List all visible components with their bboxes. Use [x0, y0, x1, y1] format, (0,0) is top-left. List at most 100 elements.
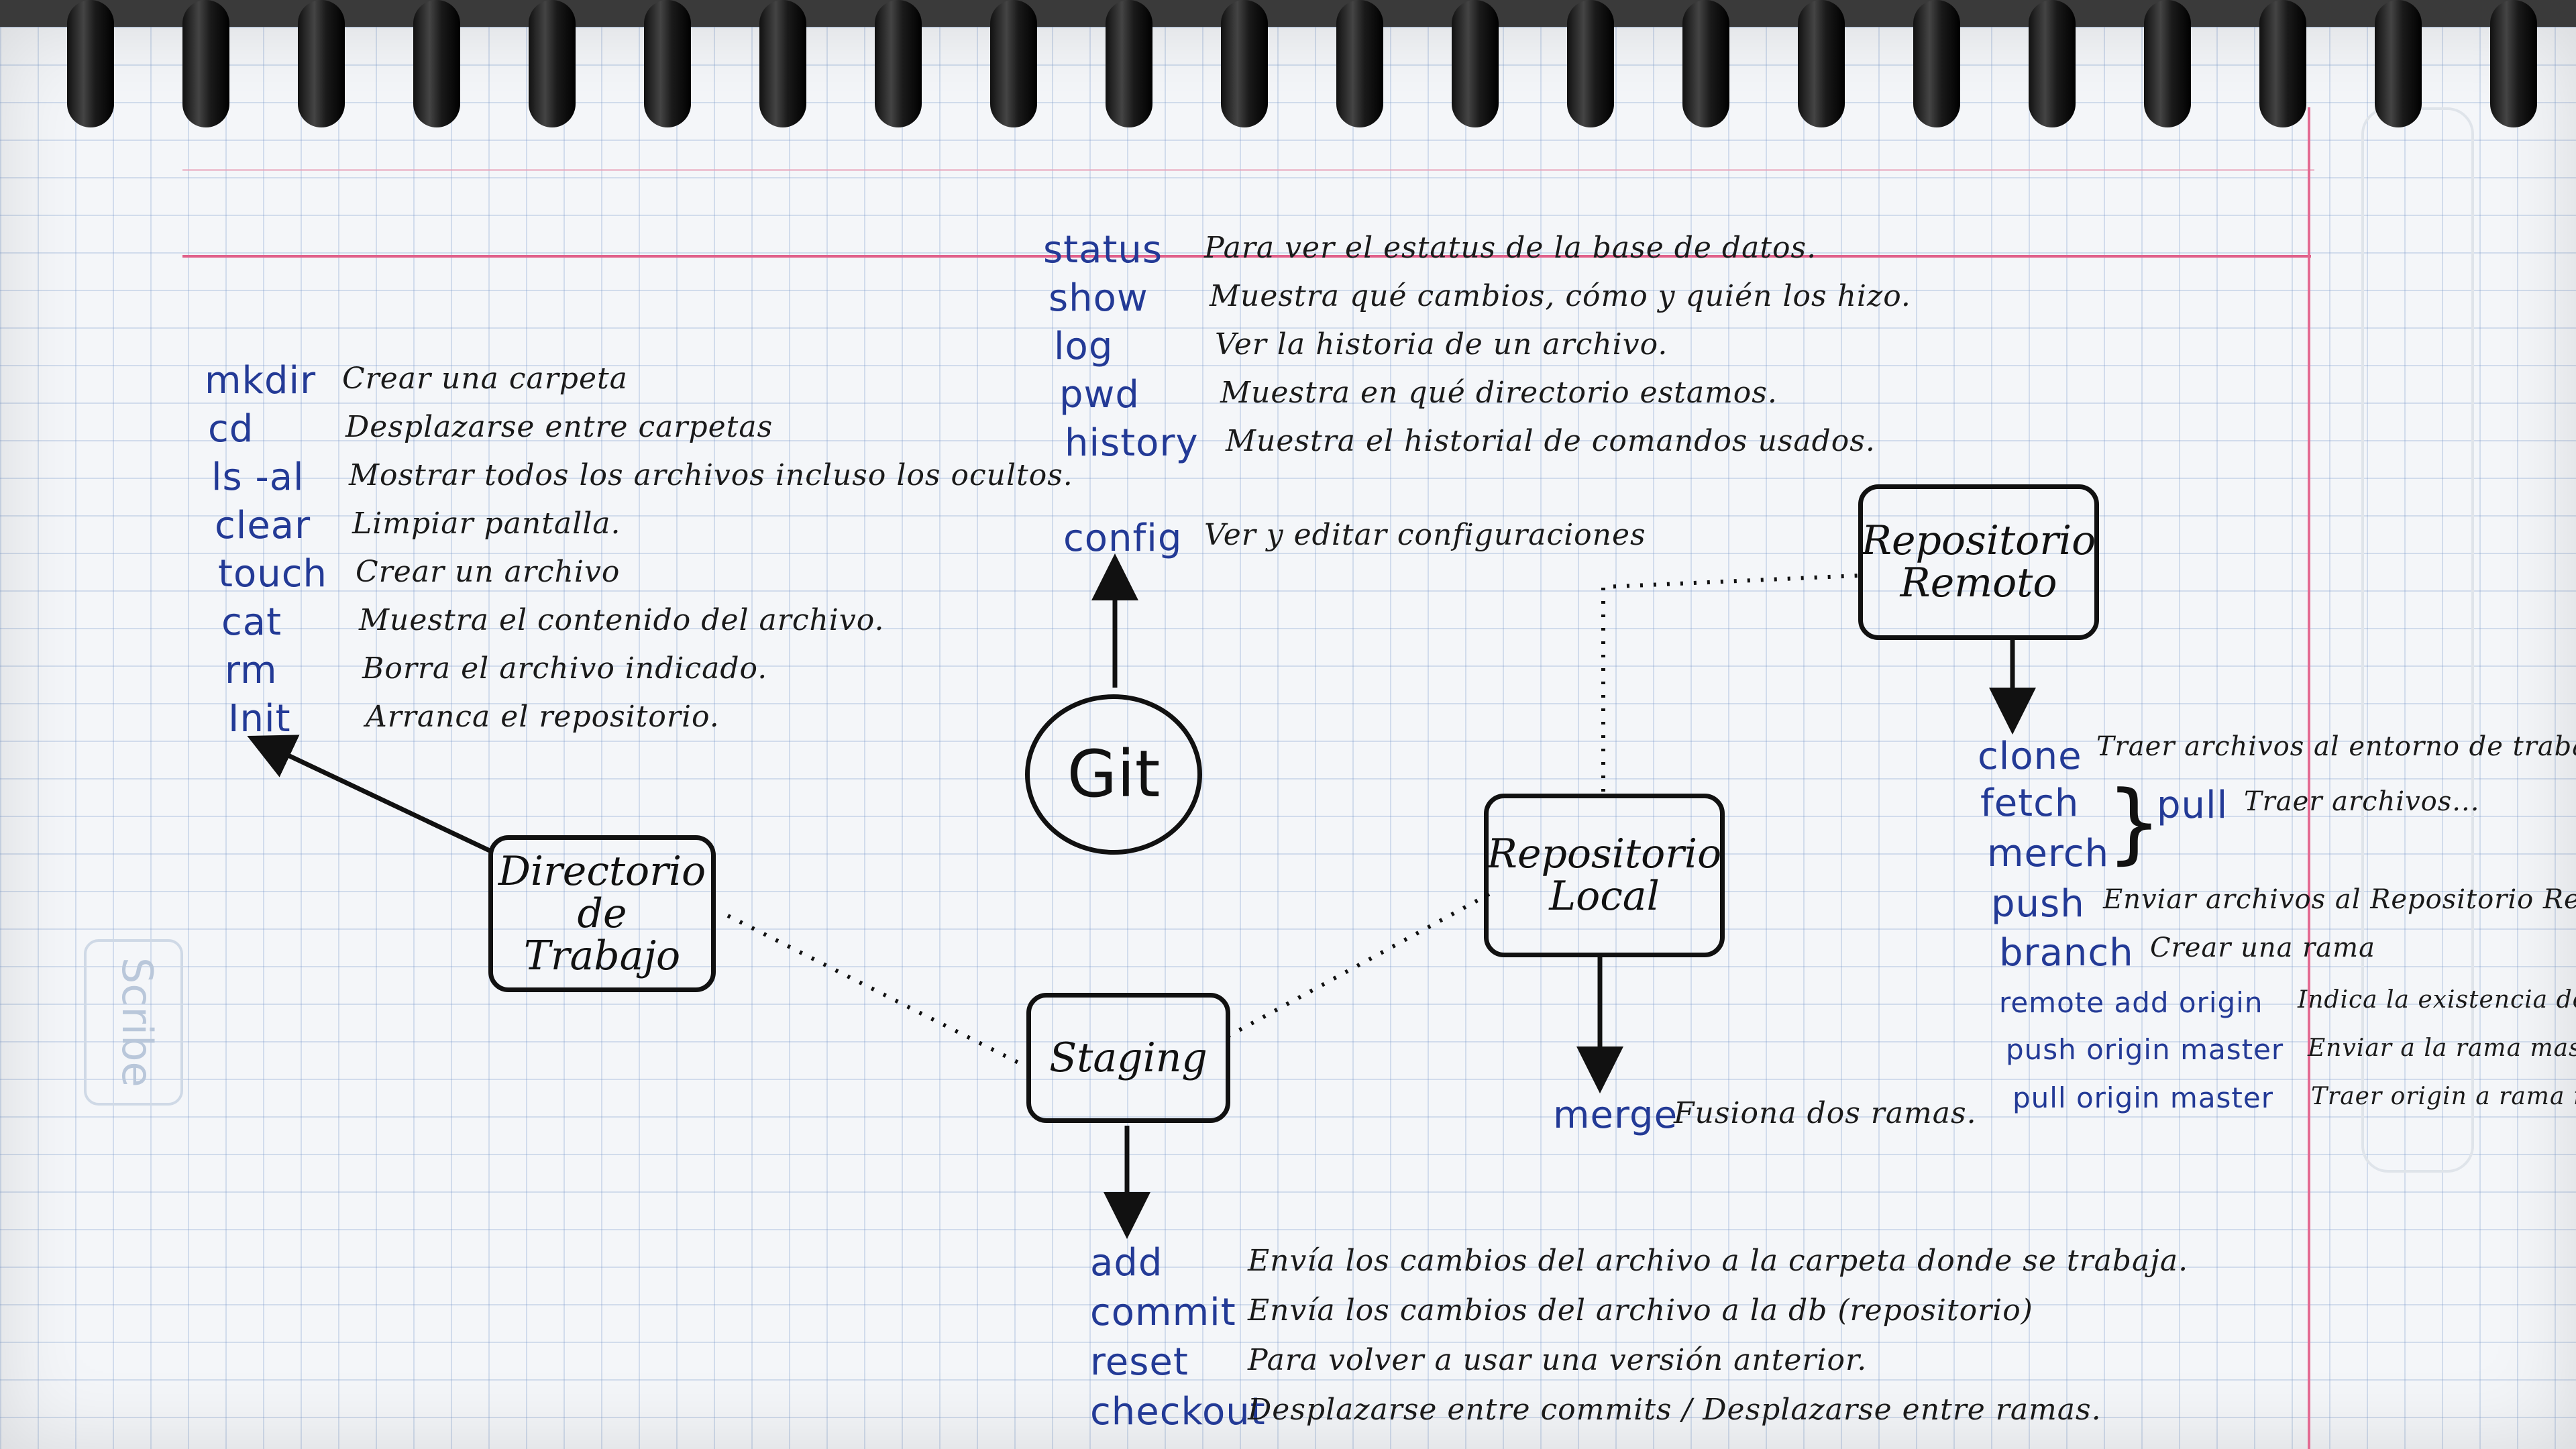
shell-commands-cmd: cd [208, 407, 254, 451]
repositorio-remoto-node: Repositorio Remoto [1858, 484, 2099, 640]
shell-commands-desc: Muestra el contenido del archivo. [359, 603, 885, 637]
shell-commands-desc: Desplazarse entre carpetas [345, 410, 773, 444]
branch-description: Crear una rama [2150, 932, 2375, 963]
binding-ring [413, 0, 460, 127]
directorio-de-trabajo-node: Directorio de Trabajo [488, 835, 716, 992]
arrow-directorio-to-shell [247, 735, 491, 853]
staging-commands-desc: Envía los cambios del archivo a la db (r… [1248, 1293, 2033, 1328]
local-label-1: Repositorio [1487, 830, 1722, 877]
directorio-label-1: Directorio [498, 847, 706, 895]
staging-commands-desc: Para volver a usar una versión anterior. [1248, 1343, 1868, 1377]
merch-command: merch [1987, 832, 2110, 875]
staging-commands-cmd: add [1090, 1241, 1163, 1285]
binding-ring [298, 0, 345, 127]
push-origin-description: Enviar a la rama master. [2308, 1034, 2576, 1062]
binding-ring [182, 0, 229, 127]
shell-commands-cmd: ls -al [211, 455, 305, 499]
git-commands-desc: Para ver el estatus de la base de datos. [1204, 231, 1817, 265]
binding-ring [1221, 0, 1268, 127]
shell-commands-desc: Limpiar pantalla. [352, 506, 621, 541]
binding-ring [1913, 0, 1960, 127]
push-origin-command: push origin master [2006, 1033, 2284, 1066]
clone-description: Traer archivos al entorno de trabajo [2096, 731, 2576, 762]
binding-ring [644, 0, 691, 127]
binding-ring [2259, 0, 2306, 127]
shell-commands-desc: Arranca el repositorio. [366, 700, 720, 734]
pull-origin-command: pull origin master [2012, 1081, 2274, 1114]
git-commands-cmd: log [1054, 325, 1114, 368]
binding-ring [67, 0, 114, 127]
branch-command: branch [1999, 931, 2134, 975]
pull-description: Traer archivos... [2244, 786, 2480, 817]
staging-label: Staging [1049, 1034, 1208, 1081]
grid-paper [0, 27, 2576, 1449]
binding-ring [1452, 0, 1499, 127]
repositorio-local-node: Repositorio Local [1484, 794, 1725, 957]
scribe-logo: Scribe [84, 939, 183, 1106]
merge-description: Fusiona dos ramas. [1674, 1096, 1977, 1130]
dotted-local-remoto [1601, 574, 1859, 792]
binding-ring [2490, 0, 2537, 127]
dotted-staging-local [1226, 890, 1494, 1038]
binding-ring [1682, 0, 1729, 127]
pull-brace: } [2106, 771, 2163, 873]
git-node: Git [1025, 694, 1202, 855]
remoto-label-1: Repositorio [1861, 517, 2096, 564]
remote-add-command: remote add origin [1999, 986, 2263, 1019]
git-commands-cmd: show [1049, 276, 1148, 320]
binding-ring [1106, 0, 1152, 127]
shell-commands-cmd: cat [221, 600, 282, 644]
binding-ring [2144, 0, 2191, 127]
git-commands-desc: Ver la historia de un archivo. [1215, 327, 1668, 362]
dotted-directorio-staging [727, 914, 1028, 1069]
staging-commands-desc: Desplazarse entre commits / Desplazarse … [1248, 1393, 2102, 1427]
shell-commands-cmd: Init [228, 697, 291, 741]
binding-ring [1798, 0, 1845, 127]
staging-commands-cmd: commit [1090, 1291, 1236, 1334]
shell-commands-cmd: clear [215, 504, 311, 547]
binding-ring [2029, 0, 2076, 127]
staging-commands-desc: Envía los cambios del archivo a la carpe… [1248, 1244, 2189, 1278]
merge-command: merge [1553, 1093, 1678, 1137]
staging-commands-cmd: reset [1090, 1340, 1189, 1384]
git-commands-cmd: history [1065, 421, 1199, 465]
directorio-label-2: de Trabajo [523, 890, 681, 979]
push-description: Enviar archivos al Repositorio Remoto [2103, 884, 2576, 915]
staging-commands-cmd: checkout [1090, 1390, 1266, 1434]
git-commands-cmd: status [1043, 228, 1163, 272]
shell-commands-cmd: touch [218, 552, 327, 596]
binding-ring [2375, 0, 2422, 127]
right-margin-line [2308, 107, 2310, 1449]
spiral-binding [0, 0, 2576, 154]
staging-node: Staging [1026, 993, 1230, 1123]
git-commands-desc: Muestra en qué directorio estamos. [1220, 376, 1778, 410]
remote-add-description: Indica la existencia de un R.R. [2298, 986, 2576, 1014]
pull-command: pull [2157, 784, 2229, 827]
git-label: Git [1067, 737, 1161, 812]
remoto-label-2: Remoto [1900, 559, 2057, 606]
top-margin-line [182, 255, 2311, 258]
pull-origin-description: Traer origin a rama master. [2311, 1083, 2576, 1110]
binding-ring [1567, 0, 1614, 127]
shell-commands-cmd: mkdir [205, 359, 317, 402]
shell-commands-desc: Crear un archivo [356, 555, 621, 589]
shell-commands-desc: Crear una carpeta [342, 362, 628, 396]
top-guide-line [182, 169, 2314, 171]
binding-ring [1336, 0, 1383, 127]
binding-ring [529, 0, 576, 127]
git-commands-desc: Muestra el historial de comandos usados. [1226, 424, 1876, 458]
binding-ring [759, 0, 806, 127]
push-command: push [1991, 882, 2085, 926]
binding-ring [990, 0, 1037, 127]
binding-ring [875, 0, 922, 127]
git-commands-cmd: pwd [1059, 373, 1140, 417]
git-commands-desc: Muestra qué cambios, cómo y quién los hi… [1210, 279, 1911, 313]
local-label-2: Local [1549, 873, 1660, 920]
config-description: Ver y editar configuraciones [1204, 518, 1646, 552]
shell-commands-desc: Mostrar todos los archivos incluso los o… [349, 458, 1073, 492]
clone-command: clone [1978, 735, 2082, 778]
shell-commands-cmd: rm [225, 649, 278, 692]
shell-commands-desc: Borra el archivo indicado. [362, 651, 768, 686]
